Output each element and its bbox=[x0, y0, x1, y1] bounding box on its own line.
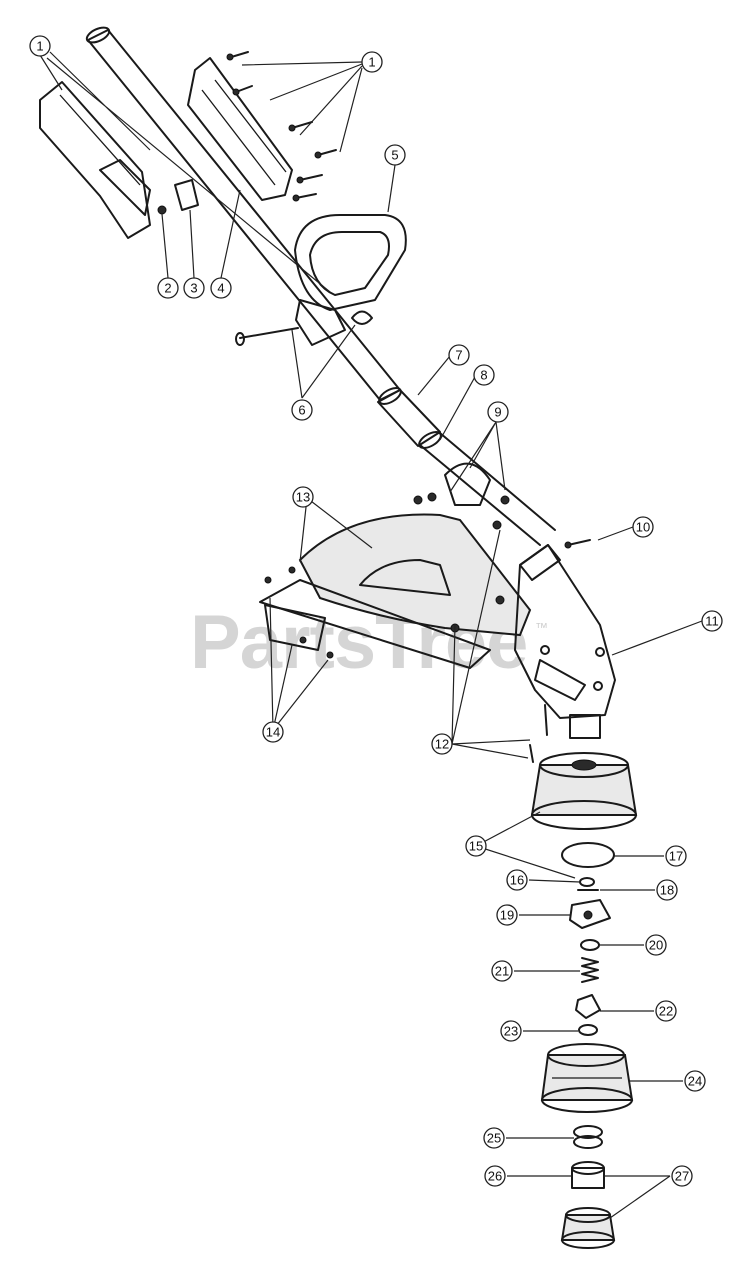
callout-9: 9 bbox=[487, 401, 509, 423]
callout-4: 4 bbox=[210, 277, 232, 299]
callout-15: 15 bbox=[465, 835, 487, 857]
svg-text:17: 17 bbox=[669, 849, 683, 864]
gear-housing bbox=[514, 544, 616, 719]
callout-labels: 1 1 2 3 4 5 6 7 8 9 10 11 12 13 14 15 16… bbox=[29, 35, 723, 1187]
svg-text:18: 18 bbox=[660, 883, 674, 898]
button-nut bbox=[575, 994, 601, 1019]
svg-text:19: 19 bbox=[500, 908, 514, 923]
loop-handle-assembly bbox=[235, 214, 407, 346]
o-ring bbox=[578, 1024, 598, 1036]
output-shaft bbox=[569, 714, 601, 739]
callout-10: 10 bbox=[632, 516, 654, 538]
gear-head bbox=[514, 539, 616, 763]
svg-text:26: 26 bbox=[488, 1169, 502, 1184]
gear-screw bbox=[567, 539, 591, 546]
sleeve-assembly bbox=[377, 387, 556, 546]
callout-21: 21 bbox=[491, 960, 513, 982]
trimmer-head-stack bbox=[530, 752, 638, 1249]
upper-shaft-assembly bbox=[39, 26, 401, 401]
callout-6: 6 bbox=[291, 399, 313, 421]
callout-26: 26 bbox=[484, 1165, 506, 1187]
svg-text:15: 15 bbox=[469, 839, 483, 854]
shield-clamp bbox=[413, 462, 510, 506]
callout-22: 22 bbox=[655, 1000, 677, 1022]
callout-20: 20 bbox=[645, 934, 667, 956]
callout-25: 25 bbox=[483, 1127, 505, 1149]
shaft-sleeve bbox=[377, 389, 441, 447]
svg-text:14: 14 bbox=[266, 725, 280, 740]
svg-text:1: 1 bbox=[36, 39, 43, 54]
callout-23: 23 bbox=[500, 1020, 522, 1042]
svg-text:25: 25 bbox=[487, 1131, 501, 1146]
callout-24: 24 bbox=[684, 1070, 706, 1092]
drive-hub bbox=[569, 899, 611, 929]
callout-16: 16 bbox=[506, 869, 528, 891]
clamp bbox=[174, 179, 199, 211]
handle-bolt bbox=[239, 327, 299, 339]
loop-handle bbox=[294, 214, 407, 311]
svg-text:4: 4 bbox=[217, 281, 224, 296]
bumper-insert bbox=[571, 1167, 605, 1189]
svg-text:11: 11 bbox=[705, 614, 719, 629]
spring bbox=[581, 957, 599, 983]
callout-7: 7 bbox=[448, 344, 470, 366]
grass-shield bbox=[259, 513, 532, 669]
svg-text:9: 9 bbox=[494, 405, 501, 420]
watermark-trademark: ™ bbox=[535, 620, 548, 635]
svg-text:13: 13 bbox=[296, 490, 310, 505]
shaft-end bbox=[85, 26, 111, 44]
callout-14: 14 bbox=[262, 721, 284, 743]
callout-8: 8 bbox=[473, 364, 495, 386]
shield-skirt bbox=[259, 579, 491, 669]
handle-housing-right bbox=[187, 57, 293, 201]
svg-text:27: 27 bbox=[675, 1169, 689, 1184]
shield-body bbox=[298, 513, 532, 637]
callout-17: 17 bbox=[665, 845, 687, 867]
svg-text:22: 22 bbox=[659, 1004, 673, 1019]
svg-text:20: 20 bbox=[649, 938, 663, 953]
leader-lines bbox=[39, 51, 703, 1219]
svg-text:23: 23 bbox=[504, 1024, 518, 1039]
lock-washer bbox=[580, 939, 600, 951]
callout-18: 18 bbox=[656, 879, 678, 901]
callout-2: 2 bbox=[157, 277, 179, 299]
handle-housing-left bbox=[39, 81, 151, 239]
svg-text:2: 2 bbox=[164, 281, 171, 296]
trigger bbox=[99, 159, 151, 216]
callout-5: 5 bbox=[384, 144, 406, 166]
svg-text:3: 3 bbox=[190, 281, 197, 296]
svg-text:12: 12 bbox=[435, 737, 449, 752]
svg-text:8: 8 bbox=[480, 368, 487, 383]
callout-13: 13 bbox=[292, 486, 314, 508]
svg-text:21: 21 bbox=[495, 964, 509, 979]
lower-shaft bbox=[419, 432, 556, 546]
washer bbox=[579, 877, 595, 887]
callout-1b: 1 bbox=[361, 51, 383, 73]
housing-screws bbox=[226, 51, 337, 202]
svg-text:5: 5 bbox=[391, 148, 398, 163]
nut bbox=[157, 205, 167, 215]
handle-clamp bbox=[295, 299, 346, 346]
svg-text:1: 1 bbox=[368, 55, 375, 70]
callout-12: 12 bbox=[431, 733, 453, 755]
callout-11: 11 bbox=[701, 610, 723, 632]
svg-text:6: 6 bbox=[298, 403, 305, 418]
svg-text:16: 16 bbox=[510, 873, 524, 888]
svg-text:7: 7 bbox=[455, 348, 462, 363]
gear-bracket bbox=[534, 659, 586, 701]
svg-text:10: 10 bbox=[636, 520, 650, 535]
callout-1a: 1 bbox=[29, 35, 51, 57]
shield-bracket bbox=[264, 604, 326, 651]
wing-nut bbox=[351, 310, 373, 325]
retainer-ring bbox=[561, 842, 615, 868]
callout-3: 3 bbox=[183, 277, 205, 299]
svg-text:24: 24 bbox=[688, 1074, 702, 1089]
callout-27: 27 bbox=[671, 1165, 693, 1187]
callout-19: 19 bbox=[496, 904, 518, 926]
spool-spring bbox=[573, 1125, 603, 1139]
